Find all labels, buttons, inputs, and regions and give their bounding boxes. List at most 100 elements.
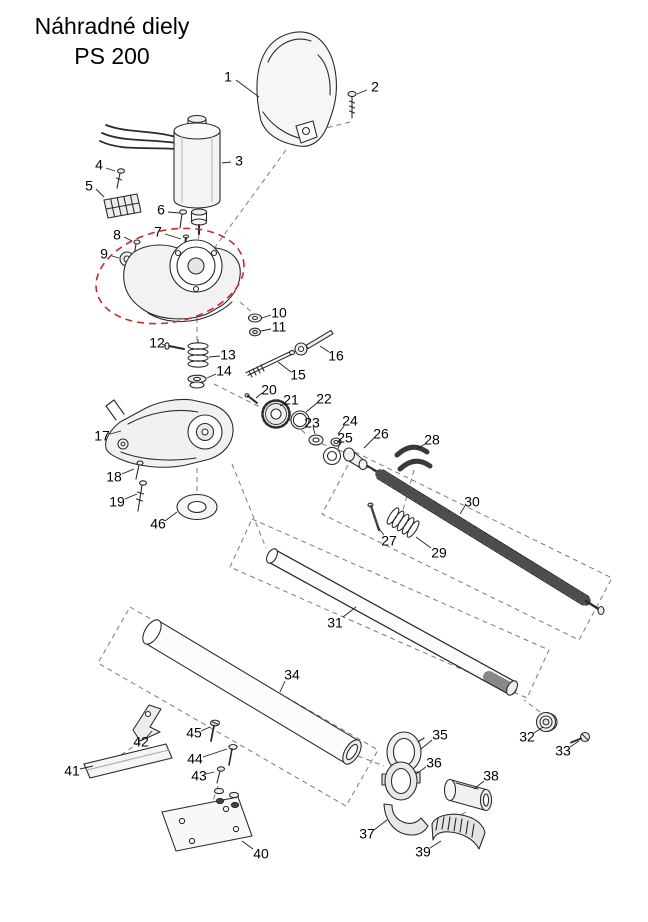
bracket-28-part — [394, 444, 433, 472]
highlight-ellipse — [95, 227, 245, 325]
flat-bar-41-part — [83, 743, 173, 779]
washer-14-part — [187, 374, 207, 389]
washer-10-part — [247, 313, 263, 323]
leader-line-11 — [260, 328, 272, 332]
part-label-30: 30 — [464, 494, 480, 510]
leader-line-31 — [342, 606, 357, 618]
part-label-34: 34 — [284, 667, 300, 683]
leader-line-30 — [459, 505, 466, 515]
part-label-17: 17 — [94, 428, 110, 444]
screw-12-part — [164, 342, 185, 350]
part-label-14: 14 — [216, 363, 232, 379]
leader-line-12 — [161, 343, 167, 347]
outer-tube-part — [142, 619, 362, 765]
part-label-10: 10 — [271, 305, 287, 321]
leader-line-1 — [235, 79, 260, 98]
part-label-38: 38 — [483, 768, 499, 784]
leader-line-10 — [261, 314, 272, 319]
gasket-46-part — [176, 493, 218, 521]
screw-6-part — [178, 209, 188, 229]
oring-22-part — [290, 410, 310, 430]
part-label-33: 33 — [555, 743, 571, 759]
half-shell-37-part — [383, 803, 429, 836]
screw-33-part — [570, 731, 591, 744]
part-label-7: 7 — [154, 224, 162, 240]
part-label-35: 35 — [432, 727, 448, 743]
part-label-40: 40 — [253, 846, 269, 862]
part-label-31: 31 — [327, 615, 343, 631]
screw-18-part — [135, 460, 144, 480]
page-title: Náhradné diely PS 200 — [18, 12, 206, 72]
nut-11-part — [248, 327, 262, 337]
part-label-23: 23 — [304, 415, 320, 431]
part-label-46: 46 — [150, 516, 166, 532]
part-label-36: 36 — [426, 755, 442, 771]
leader-line-22 — [305, 402, 318, 413]
leader-line-15 — [277, 361, 292, 373]
cover-screw-part — [347, 90, 357, 119]
housing-part — [119, 239, 241, 323]
part-label-42: 42 — [133, 734, 149, 750]
leader-line-18 — [121, 468, 135, 475]
part-label-2: 2 — [371, 79, 379, 95]
part-label-1: 1 — [224, 69, 232, 85]
leader-line-19 — [124, 493, 138, 500]
leader-line-40 — [241, 840, 254, 850]
washer-23-part — [308, 434, 324, 446]
page-title-line1: Náhradné diely — [34, 13, 190, 39]
leader-line-43 — [205, 771, 215, 775]
part-label-26: 26 — [373, 426, 389, 442]
clamp-ring-36-part — [381, 761, 421, 801]
part-label-9: 9 — [100, 246, 108, 262]
part-label-43: 43 — [191, 768, 207, 784]
part-label-21: 21 — [283, 392, 299, 408]
part-label-37: 37 — [359, 826, 375, 842]
part-label-39: 39 — [415, 844, 431, 860]
shaft-15-part — [245, 350, 296, 378]
part-label-11: 11 — [272, 319, 287, 335]
part-label-6: 6 — [157, 202, 165, 218]
part-label-15: 15 — [290, 367, 306, 383]
cylinder-38-part — [443, 778, 493, 812]
part-label-3: 3 — [235, 153, 243, 169]
clamp-ring-35-part — [386, 731, 425, 773]
part-label-22: 22 — [316, 391, 332, 407]
leader-line-21 — [279, 402, 286, 407]
part-label-29: 29 — [431, 545, 447, 561]
part-label-19: 19 — [109, 494, 125, 510]
pin-20-part — [244, 393, 258, 404]
bushing-32-part — [535, 711, 558, 733]
screw-43-part — [213, 766, 240, 809]
pin-27-part — [367, 502, 381, 532]
screw-45-part — [209, 719, 221, 742]
gearbox-part — [105, 398, 234, 468]
leader-line-6 — [167, 211, 180, 214]
part-label-24: 24 — [342, 413, 358, 429]
leader-line-26 — [363, 437, 375, 449]
leader-line-38 — [473, 780, 485, 790]
inner-tube-part — [266, 548, 518, 696]
spring-29-part — [386, 507, 420, 538]
part-label-28: 28 — [424, 432, 440, 448]
part-label-5: 5 — [85, 178, 93, 194]
construction-lines — [97, 121, 613, 821]
leader-line-44 — [202, 748, 228, 758]
washer-24-part — [330, 437, 342, 447]
leader-line-29 — [415, 536, 432, 549]
leader-line-32 — [533, 726, 544, 734]
cover-part — [256, 31, 337, 147]
leader-line-5 — [95, 188, 105, 198]
leader-line-25 — [337, 441, 341, 450]
part-label-45: 45 — [186, 725, 202, 741]
plate-40-part — [161, 796, 253, 852]
screw-44-part — [228, 743, 238, 766]
part-label-16: 16 — [328, 348, 344, 364]
leader-line-23 — [312, 426, 316, 435]
part-label-12: 12 — [149, 335, 165, 351]
part-label-27: 27 — [381, 533, 397, 549]
part-label-13: 13 — [220, 347, 236, 363]
part-label-41: 41 — [64, 763, 80, 779]
leader-line-16 — [319, 345, 330, 353]
lever-16-part — [294, 329, 334, 356]
leader-line-35 — [420, 739, 433, 750]
